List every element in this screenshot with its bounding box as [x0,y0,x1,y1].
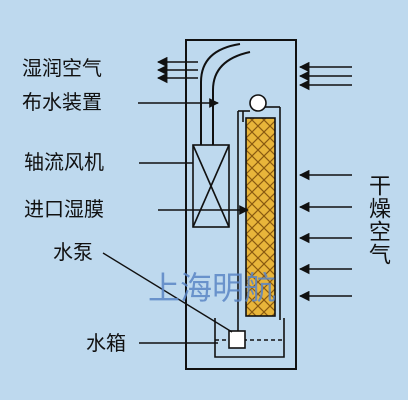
cooler-housing [185,39,297,370]
humid-air-label: 湿润空气 [22,56,102,80]
dry-air-arrows [298,61,352,302]
water-pump-label: 水泵 [53,240,93,264]
water-pump [228,330,246,349]
water-tank-label: 水箱 [86,331,126,355]
water-distributor-pipe [237,106,281,335]
axial-fan-label: 轴流风机 [24,150,104,174]
water-distributor-label: 布水装置 [22,90,102,114]
humid-air-duct [200,43,251,145]
axial-fan-box [192,144,230,228]
wet-membrane [245,117,276,317]
water-distributor-head [249,94,267,112]
wet-membrane-label: 进口湿膜 [24,197,104,221]
leader-lines [102,98,249,344]
watermark-text: 上海明航 [148,269,277,307]
water-tank [214,318,285,358]
dry-air-label: 干燥空气 [365,174,390,266]
humid-air-arrows [156,56,198,84]
